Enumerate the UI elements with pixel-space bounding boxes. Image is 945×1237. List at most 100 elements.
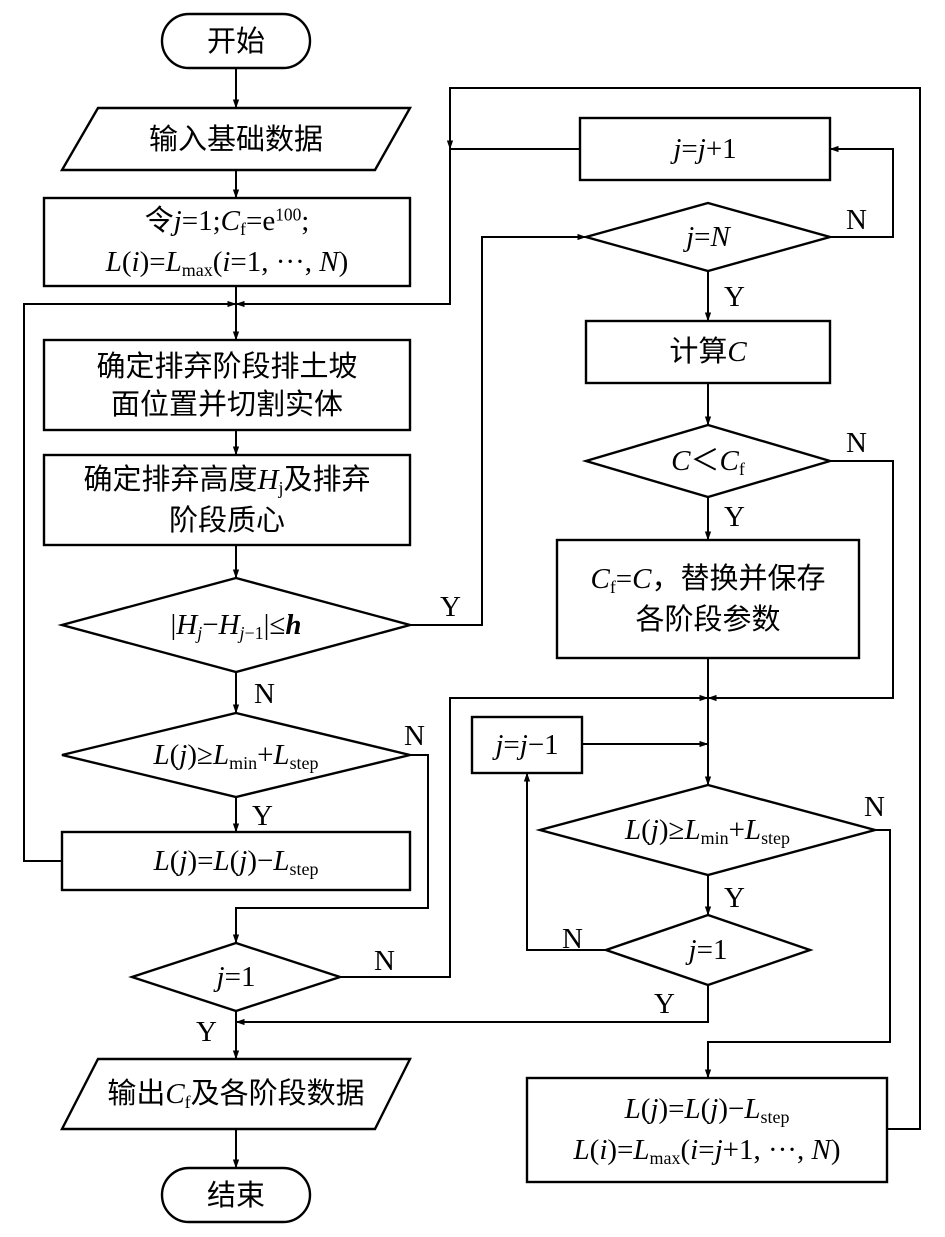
init-line-2: L(i)=Lmax(i=1, ···, N)	[106, 242, 349, 283]
dl-c1: )−	[247, 844, 274, 877]
cr-s1: min	[700, 827, 729, 848]
diff-s2b: −1	[244, 622, 264, 643]
cond-left-no-label: N	[404, 720, 425, 752]
diff-bar1: |	[170, 608, 177, 641]
f2-j: j	[714, 1134, 723, 1166]
diff-minus: −	[202, 608, 219, 641]
j-eq-1-left-label: j=1	[132, 943, 340, 1011]
f1-s2: step	[760, 1107, 790, 1128]
j-eq-1-right-label: j=1	[606, 915, 810, 985]
j-eq-n-no-label: N	[846, 204, 867, 236]
start-label: 开始	[162, 14, 310, 68]
rp-c2: C	[632, 563, 652, 596]
f1-c: )=	[658, 1093, 685, 1126]
dl-s2: step	[289, 858, 319, 879]
cl-j: j	[179, 738, 188, 771]
init-ling: 令	[144, 203, 174, 238]
j1r-j: j	[688, 934, 697, 967]
init-open: (	[121, 246, 132, 278]
out-c: C	[165, 1077, 185, 1110]
j-eq-n-label: j=N	[586, 203, 830, 271]
rp-rest: ，替换并保存	[651, 561, 826, 596]
diff-yes-label: Y	[440, 591, 461, 623]
dl-c: )=	[187, 844, 214, 877]
replace-box	[555, 538, 861, 660]
slope-box	[42, 338, 412, 432]
init-eq2: =e	[245, 205, 276, 238]
j1r-v: =1	[696, 934, 728, 967]
j1-right-no-label: N	[562, 923, 583, 955]
f1-c1: )−	[718, 1093, 745, 1126]
j-dec-box	[470, 715, 584, 775]
right-column-connectors	[235, 145, 894, 1079]
f1-l: L	[624, 1093, 641, 1126]
cr-ge: ≥	[668, 813, 685, 846]
cond-left-text: L(j)≥Lmin+Lstep	[153, 735, 318, 776]
ji-j2: j	[697, 133, 706, 166]
f1-l2: L	[744, 1093, 761, 1126]
f2-o: (	[589, 1134, 600, 1166]
j1-left-no-label: N	[374, 945, 395, 977]
j1-right-yes-label: Y	[654, 988, 675, 1020]
f1-j1: j	[710, 1093, 719, 1126]
cl-c: )	[187, 738, 198, 771]
cr-c: )	[658, 813, 669, 846]
init-label: 令j=1;Cf=e100; L(i)=Lmax(i=1, ···, N)	[44, 198, 410, 286]
init-close: )=	[139, 246, 166, 278]
output-parallelogram	[60, 1057, 412, 1131]
clt-sub: f	[738, 458, 745, 479]
f1-o1: (	[700, 1093, 711, 1126]
dl-l1: L	[213, 844, 230, 877]
dl-j1: j	[239, 844, 248, 877]
j1l-j: j	[216, 961, 225, 994]
diff-label: |Hj−Hj−1|≤h	[62, 578, 410, 672]
jd-eq: =	[503, 729, 520, 762]
cond-right-label: L(j)≥Lmin+Lstep	[540, 785, 875, 875]
end-text: 结束	[206, 1177, 265, 1212]
jd-v: −1	[527, 729, 559, 762]
input-parallelogram	[59, 106, 413, 172]
calc-label: 计算C	[586, 321, 830, 383]
slope-line-2: 面位置并切割实体	[110, 387, 343, 421]
dl-o: (	[169, 844, 180, 877]
c-lt-yes-label: Y	[724, 501, 745, 533]
cr-plus: +	[728, 813, 745, 846]
j-eq-1-left-text: j=1	[217, 957, 256, 996]
init-range: =1, ···,	[230, 246, 320, 278]
final-label: L(j)=L(j)−Lstep L(i)=Lmax(i=j+1, ···, N)	[527, 1078, 887, 1182]
j-dec-text: j=j−1	[495, 725, 558, 764]
j-eq-1-right-text: j=1	[689, 930, 728, 969]
height-line-2: 阶段质心	[168, 503, 285, 538]
ji-j: j	[673, 133, 682, 166]
final-line-2: L(i)=Lmax(i=j+1, ···, N)	[574, 1130, 841, 1171]
cr-j: j	[650, 813, 659, 846]
dl-l: L	[153, 844, 170, 877]
jn-n: N	[710, 221, 730, 254]
init-end: ;	[301, 205, 310, 238]
out-a: 输出	[107, 1075, 166, 1110]
slope-label: 确定排弃阶段排土坡 面位置并切割实体	[44, 340, 410, 430]
input-label: 输入基础数据	[62, 108, 410, 170]
f2-c: )=	[607, 1134, 634, 1166]
init-l2: L	[165, 246, 182, 278]
cl-plus: +	[257, 738, 274, 771]
j-inc-label: j=j+1	[580, 118, 830, 180]
cond-left-yes-label: Y	[252, 800, 273, 832]
start-text: 开始	[206, 23, 265, 58]
diff-le: ≤	[269, 608, 286, 641]
clt-lt: ＜	[690, 444, 720, 477]
cl-l1: L	[212, 738, 230, 771]
cl-l: L	[153, 738, 170, 771]
f2-i: i	[599, 1134, 608, 1166]
dl-l2: L	[273, 844, 290, 877]
diff-h1: H	[176, 608, 198, 641]
clt-c: C	[671, 444, 691, 477]
init-i2: i	[222, 246, 231, 278]
j-eq-n-yes-label: Y	[724, 281, 745, 313]
cr-s2: step	[761, 827, 791, 848]
height-line-1: 确定排弃高度Hj及排弃	[84, 460, 371, 501]
replace-line-1: Cf=C，替换并保存	[590, 559, 825, 600]
height-b: 及排弃	[283, 462, 371, 497]
clt-c2: C	[719, 444, 739, 477]
dec-left-text: L(j)=L(j)−Lstep	[154, 841, 319, 882]
